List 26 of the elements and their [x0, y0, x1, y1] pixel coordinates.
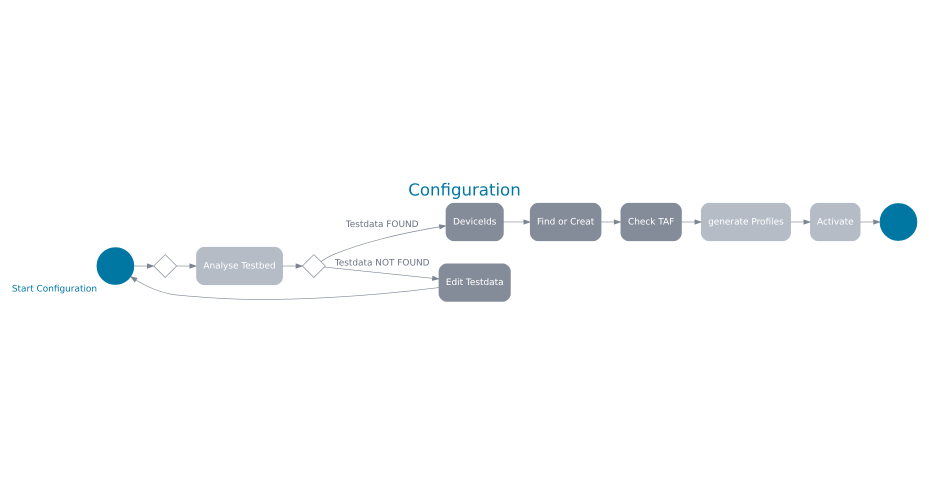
- edge-label: Testdata FOUND: [346, 220, 419, 230]
- node-circle: [880, 203, 918, 241]
- node-box: Activate: [810, 202, 860, 242]
- node-box: Edit Testdata: [438, 263, 511, 302]
- arrow: [282, 263, 304, 269]
- arrow: [503, 219, 532, 225]
- arrow: [681, 219, 702, 225]
- arrow: [790, 219, 812, 225]
- arrow: [176, 263, 198, 269]
- arrow: [134, 263, 155, 269]
- arrow: [130, 276, 440, 300]
- node-label: Start Configuration: [12, 284, 98, 295]
- node-box: Find or Creat: [530, 202, 602, 242]
- arrow: [324, 266, 440, 281]
- node-box: DeviceIds: [446, 202, 504, 242]
- arrow: [860, 219, 881, 225]
- diagram-title: Configuration: [408, 180, 521, 200]
- node-circle: [96, 247, 134, 285]
- node-box: Check TAF: [620, 202, 682, 242]
- arrow: [320, 224, 447, 262]
- node-diamond: [153, 254, 178, 278]
- node-box: generate Profiles: [700, 202, 791, 242]
- node-diamond: [302, 254, 326, 278]
- node-box: Analyse Testbed: [196, 246, 283, 286]
- arrow: [600, 219, 622, 225]
- edge-label: Testdata NOT FOUND: [334, 258, 430, 269]
